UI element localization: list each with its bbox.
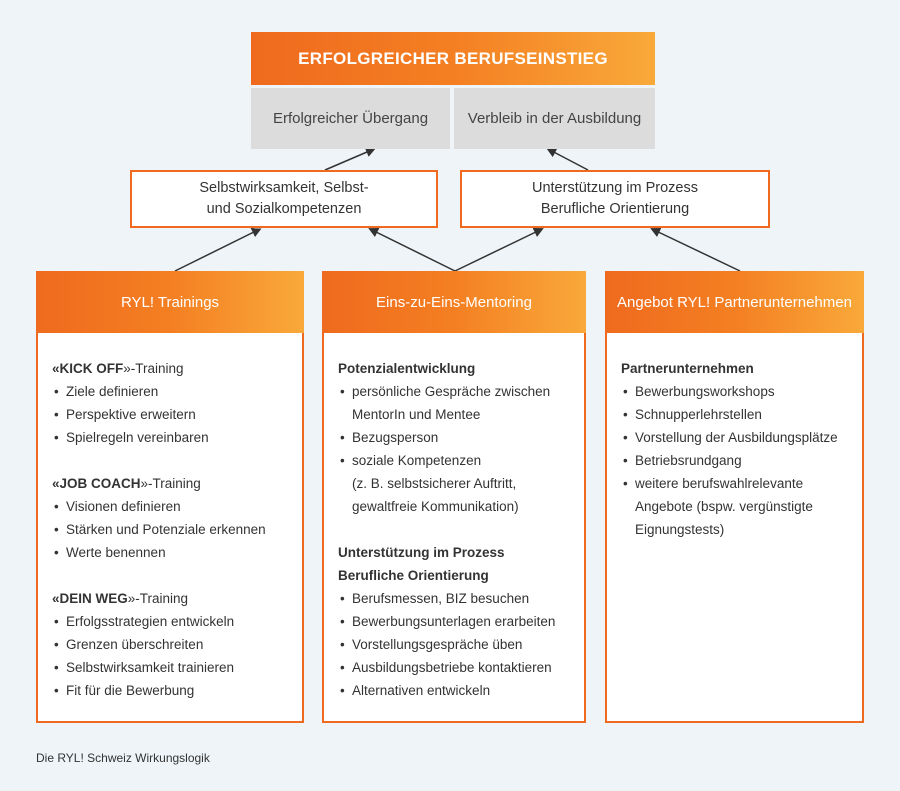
- list-item-line: soziale Kompetenzen: [352, 453, 482, 468]
- list-item-line: weitere berufswahlrelevante: [635, 476, 804, 491]
- arrow-mentoring-to-mid-left: [368, 228, 456, 272]
- title-rest: »-Training: [140, 476, 201, 491]
- section-title-kick-off: «KICK OFF»-Training: [52, 357, 302, 380]
- list-item: Grenzen überschreiten: [52, 633, 302, 656]
- section-title-orientation-line2: Berufliche Orientierung: [338, 568, 489, 583]
- list-item: soziale Kompetenzen (z. B. selbstsichere…: [338, 449, 584, 518]
- list-item: Ziele definieren: [52, 380, 302, 403]
- section-title-orientation-line1: Unterstützung im Prozess: [338, 545, 505, 560]
- figure-caption: Die RYL! Schweiz Wirkungslogik: [36, 751, 210, 765]
- mid-right-line1: Unterstützung im Prozess: [531, 180, 698, 196]
- list-item-line: Schnupperlehrstellen: [635, 407, 762, 422]
- list-item-line: Betriebsrundgang: [635, 453, 742, 468]
- list-item-line: MentorIn und Mentee: [352, 407, 481, 422]
- list-item: Werte benennen: [52, 541, 302, 564]
- list-item: Bezugsperson: [338, 426, 584, 449]
- list-item: Ausbildungsbetriebe kontaktieren: [338, 656, 584, 679]
- list-item: Perspektive erweitern: [52, 403, 302, 426]
- title-rest: »-Training: [123, 361, 184, 376]
- list-item: Erfolgsstrategien entwickeln: [52, 610, 302, 633]
- mid-left-line1: Selbstwirksamkeit, Selbst-: [199, 180, 369, 196]
- arrow-mid-left-to-transition: [324, 147, 376, 171]
- arrow-mid-right-to-retention: [546, 148, 589, 171]
- list-item: weitere berufswahlrelevante Angebote (bs…: [621, 472, 862, 541]
- column-title-partners: Angebot RYL! Partnerunternehmen: [617, 293, 852, 311]
- column-title-trainings: RYL! Trainings: [120, 293, 220, 311]
- title-bold: JOB COACH: [59, 476, 141, 491]
- outcome-label-transition: Erfolgreicher Übergang: [272, 110, 429, 127]
- list-item: Vorstellungsgespräche üben: [338, 633, 584, 656]
- list-item-line: Vorstellung der Ausbildungsplätze: [635, 430, 838, 445]
- arrow-partners-to-mid-right: [650, 227, 741, 272]
- list-item-line: Bewerbungsworkshops: [635, 384, 775, 399]
- column-body-trainings: «KICK OFF»-Training Ziele definieren Per…: [36, 333, 304, 723]
- outcome-label-retention: Verbleib in der Ausbildung: [467, 110, 642, 127]
- column-body-mentoring: Potenzialentwicklung persönliche Gespräc…: [322, 333, 586, 723]
- list-item: Bewerbungsunterlagen erarbeiten: [338, 610, 584, 633]
- list-item-line: Bezugsperson: [352, 430, 439, 445]
- section-title-dein-weg: «DEIN WEG»-Training: [52, 587, 302, 610]
- section-title-potential: Potenzialentwicklung: [338, 361, 476, 376]
- title-bold: KICK OFF: [59, 361, 124, 376]
- list-item: Stärken und Potenziale erkennen: [52, 518, 302, 541]
- column-title-mentoring: Eins-zu-Eins-Mentoring: [376, 293, 532, 311]
- list-item-line: (z. B. selbstsicherer Auftritt,: [352, 476, 517, 491]
- column-body-partners: Partnerunternehmen Bewerbungsworkshops S…: [605, 333, 864, 723]
- top-goal-banner: ERFOLGREICHER BERUFSEINSTIEG: [251, 32, 655, 85]
- list-item-line: persönliche Gespräche zwischen: [352, 384, 551, 399]
- list-item: Spielregeln vereinbaren: [52, 426, 302, 449]
- section-title-job-coach: «JOB COACH»-Training: [52, 472, 302, 495]
- list-item: Visionen definieren: [52, 495, 302, 518]
- list-item: Selbstwirksamkeit trainieren: [52, 656, 302, 679]
- column-header-trainings: RYL! Trainings: [36, 271, 304, 333]
- list-item: Fit für die Bewerbung: [52, 679, 302, 702]
- mid-right-line2: Berufliche Orientierung: [540, 201, 690, 217]
- list-item: Berufsmessen, BIZ besuchen: [338, 587, 584, 610]
- section-title-partners: Partnerunternehmen: [621, 361, 754, 376]
- title-quote: «: [52, 361, 60, 376]
- outcome-box-retention: Verbleib in der Ausbildung: [454, 88, 655, 149]
- list-item-line: Angebote (bspw. vergünstigte: [635, 499, 813, 514]
- list-item: Vorstellung der Ausbildungsplätze: [621, 426, 862, 449]
- outcome-box-transition: Erfolgreicher Übergang: [251, 88, 450, 149]
- list-item: Schnupperlehrstellen: [621, 403, 862, 426]
- title-quote: «: [52, 476, 60, 491]
- list-item: Betriebsrundgang: [621, 449, 862, 472]
- title-rest: »-Training: [127, 591, 189, 606]
- list-item: Alternativen entwickeln: [338, 679, 584, 702]
- mid-box-orientation-support: Unterstützung im Prozess Berufliche Orie…: [460, 170, 770, 228]
- arrow-mentoring-to-mid-right: [454, 227, 544, 272]
- list-item: persönliche Gespräche zwischen MentorIn …: [338, 380, 584, 426]
- list-item-line: gewaltfreie Kommunikation): [352, 499, 519, 514]
- mid-box-competences: Selbstwirksamkeit, Selbst- und Sozialkom…: [130, 170, 438, 228]
- list-item-line: Eignungstests): [635, 522, 725, 537]
- arrow-trainings-to-mid-left: [174, 228, 262, 272]
- title-bold: DEIN WEG: [59, 591, 128, 606]
- mid-left-line2: und Sozialkompetenzen: [206, 201, 362, 217]
- column-header-partners: Angebot RYL! Partnerunternehmen: [605, 271, 864, 333]
- list-item: Bewerbungsworkshops: [621, 380, 862, 403]
- top-goal-title: ERFOLGREICHER BERUFSEINSTIEG: [298, 48, 608, 68]
- title-quote: «: [52, 591, 60, 606]
- column-header-mentoring: Eins-zu-Eins-Mentoring: [322, 271, 586, 333]
